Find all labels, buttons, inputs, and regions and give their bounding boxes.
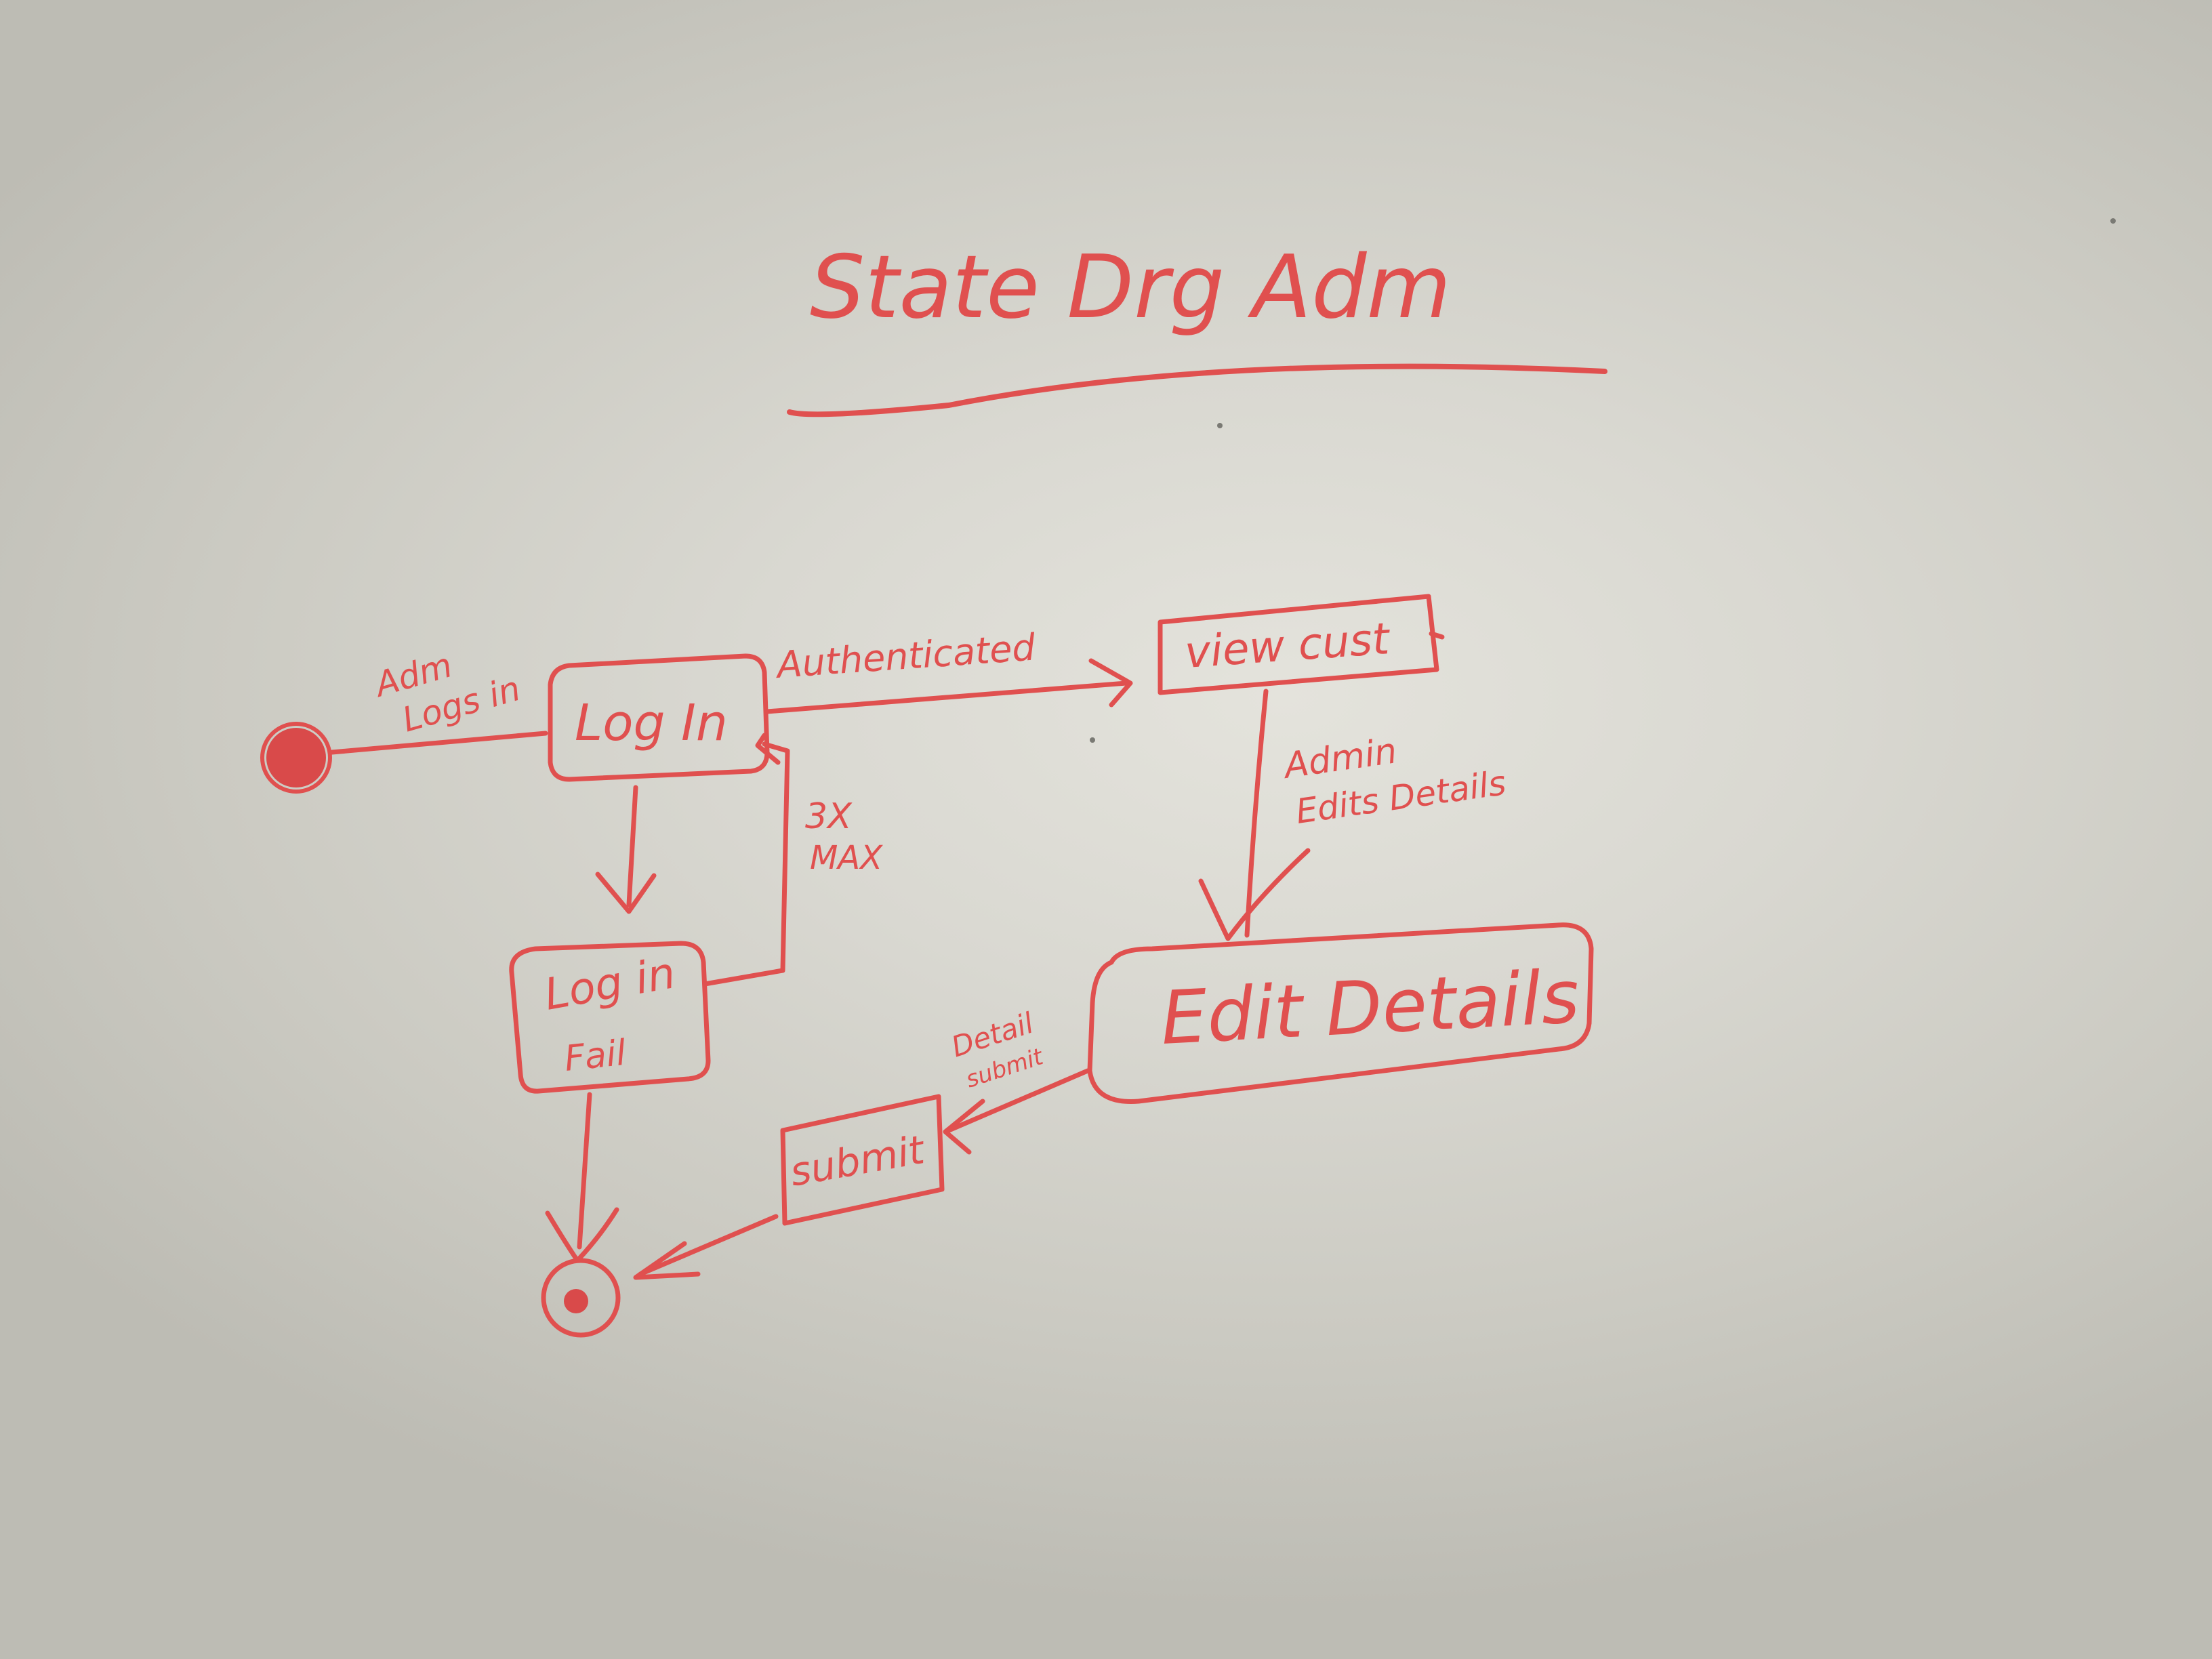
board-speck	[2110, 218, 2116, 224]
state-view-cust-box	[1158, 594, 1439, 695]
state-view-cust-label: view cust	[1183, 614, 1393, 678]
arrowhead-submit-to-final	[633, 1241, 701, 1280]
title-underline	[787, 363, 1607, 417]
arrowhead-to-log-in	[755, 733, 781, 765]
label-max: MAX	[810, 839, 883, 877]
label-authenticated: Authenticated	[774, 626, 1038, 687]
state-submit-box	[780, 1094, 945, 1226]
board-speck	[1217, 423, 1223, 428]
state-log-in-fail-label-2: Fail	[562, 1033, 628, 1080]
transition-fail-to-final	[577, 1092, 592, 1250]
label-admin: Admin	[1279, 731, 1399, 787]
final-state	[541, 1258, 621, 1338]
transition-admin-edits	[1244, 689, 1269, 938]
arrowhead-to-view-cust	[1088, 658, 1133, 708]
transition-adm-logs-in	[329, 731, 548, 755]
transition-login-to-fail	[626, 785, 638, 907]
state-view-cust-tick	[1429, 631, 1445, 640]
board-speck	[1090, 737, 1095, 743]
initial-state	[260, 722, 332, 794]
label-3x: 3X	[805, 796, 853, 837]
state-edit-details-box	[1087, 922, 1594, 1104]
arrowhead-to-submit	[943, 1099, 985, 1155]
state-edit-details-label: Edit Details	[1159, 955, 1582, 1061]
state-log-in-fail-label-1: Log in	[541, 948, 679, 1021]
transition-detail-submit	[946, 1068, 1090, 1133]
arrowhead-to-edit-details	[1198, 848, 1311, 941]
transition-retry-3x	[702, 741, 790, 987]
state-log-in-fail-box	[509, 941, 711, 1094]
transition-authenticated	[764, 680, 1129, 714]
arrowhead-to-login-fail	[595, 872, 657, 914]
state-submit-label: submit	[787, 1126, 929, 1195]
state-log-in-label: Log In	[575, 694, 728, 752]
diagram-title: State Drg Adm	[810, 237, 1451, 338]
transition-submit-to-final	[638, 1214, 779, 1277]
